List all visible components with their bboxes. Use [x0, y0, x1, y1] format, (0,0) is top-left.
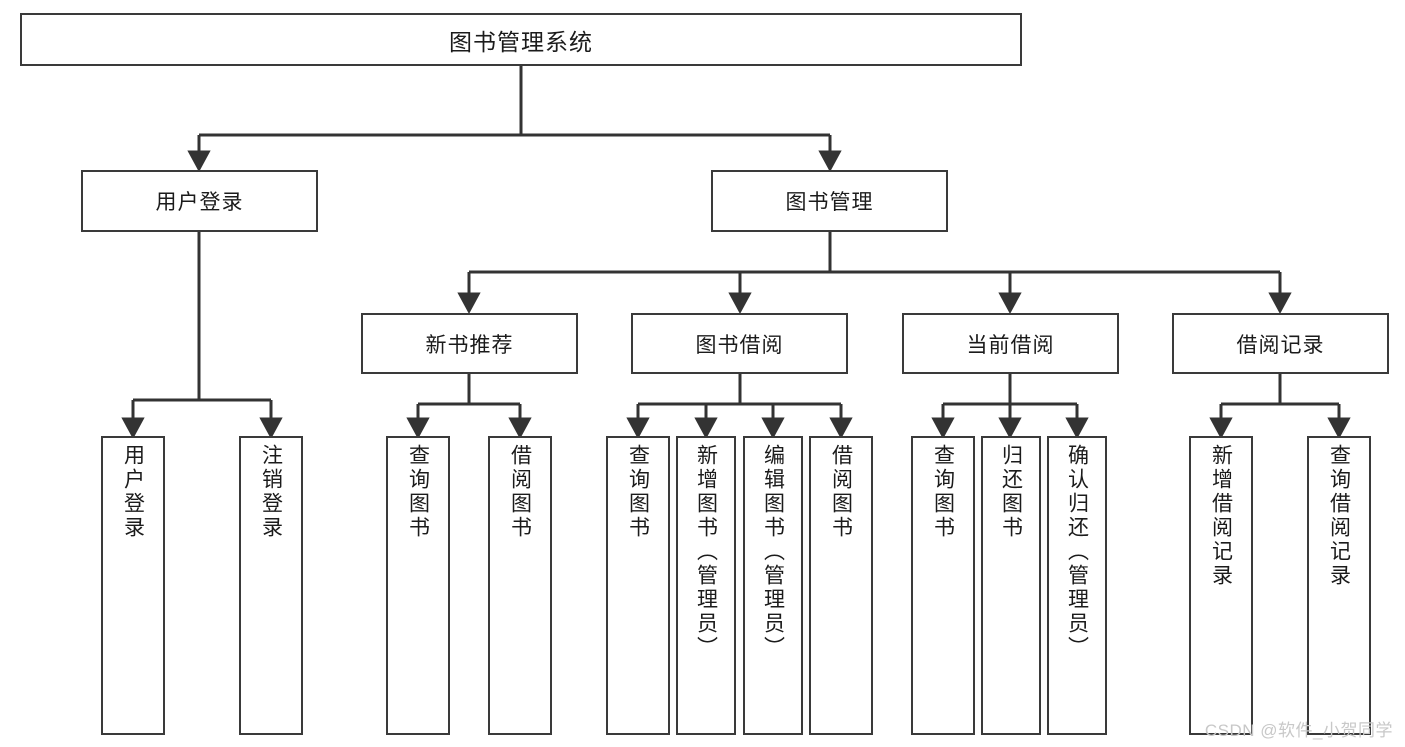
node-root-book-management-system[interactable]: 图书管理系统: [20, 13, 1022, 66]
node-label: 借阅图书: [829, 444, 853, 540]
node-label: 借阅图书: [508, 444, 532, 540]
leaf-borrow-borrow-book[interactable]: 借阅图书: [809, 436, 873, 735]
node-label: 当前借阅: [966, 333, 1055, 357]
leaf-current-return-book[interactable]: 归还图书: [981, 436, 1041, 735]
node-book-management[interactable]: 图书管理: [711, 170, 948, 232]
node-label: 新书推荐: [425, 333, 514, 357]
node-borrow-record[interactable]: 借阅记录: [1172, 313, 1389, 374]
leaf-record-add-record[interactable]: 新增借阅记录: [1189, 436, 1253, 735]
node-label: 图书管理: [785, 191, 874, 214]
node-label: 图书管理系统: [449, 28, 593, 55]
watermark-text: CSDN @软件_小贺同学: [1204, 721, 1393, 740]
node-label: 归还图书: [999, 444, 1023, 540]
node-label: 用户登录: [121, 444, 145, 540]
leaf-borrow-add-book-admin[interactable]: 新增图书（管理员）: [676, 436, 736, 735]
leaf-current-confirm-return-admin[interactable]: 确认归还（管理员）: [1047, 436, 1107, 735]
node-label: 查询借阅记录: [1327, 444, 1351, 588]
node-user-login[interactable]: 用户登录: [81, 170, 318, 232]
leaf-borrow-query-book[interactable]: 查询图书: [606, 436, 670, 735]
leaf-borrow-edit-book-admin[interactable]: 编辑图书（管理员）: [743, 436, 803, 735]
node-label: 查询图书: [931, 444, 955, 540]
node-current-borrow[interactable]: 当前借阅: [902, 313, 1119, 374]
leaf-user-login-logout[interactable]: 注销登录: [239, 436, 303, 735]
leaf-recommend-query-book[interactable]: 查询图书: [386, 436, 450, 735]
node-label: 查询图书: [626, 444, 650, 540]
node-label: 图书借阅: [695, 333, 784, 357]
node-label: 查询图书: [406, 444, 430, 540]
node-label: 编辑图书（管理员）: [761, 444, 785, 660]
node-label: 确认归还（管理员）: [1065, 444, 1089, 660]
leaf-user-login-signin[interactable]: 用户登录: [101, 436, 165, 735]
node-book-borrow[interactable]: 图书借阅: [631, 313, 848, 374]
node-label: 新增借阅记录: [1209, 444, 1233, 588]
node-label: 借阅记录: [1236, 333, 1325, 357]
node-label: 用户登录: [155, 191, 244, 214]
leaf-current-query-book[interactable]: 查询图书: [911, 436, 975, 735]
leaf-recommend-borrow-book[interactable]: 借阅图书: [488, 436, 552, 735]
node-new-book-recommend[interactable]: 新书推荐: [361, 313, 578, 374]
node-label: 新增图书（管理员）: [694, 444, 718, 660]
node-label: 注销登录: [259, 444, 283, 540]
leaf-record-query-record[interactable]: 查询借阅记录: [1307, 436, 1371, 735]
